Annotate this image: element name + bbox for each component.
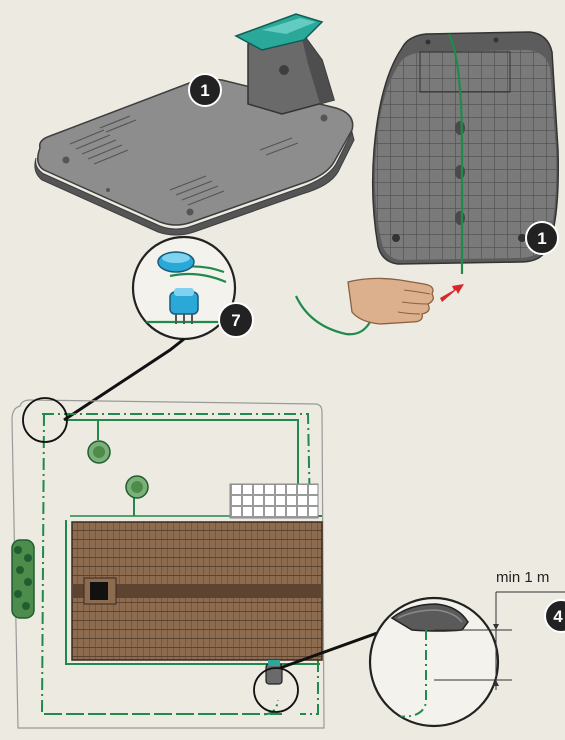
tree-icon (88, 441, 110, 463)
callout-7-connector: 7 (219, 303, 253, 337)
svg-text:7: 7 (231, 311, 240, 330)
callout-4-distance: 4 (545, 600, 565, 632)
hand-icon (296, 278, 433, 334)
hedge-icon (12, 540, 34, 618)
svg-text:1: 1 (537, 229, 546, 248)
insertion-arrow-icon (440, 284, 464, 302)
station-magnifier (370, 598, 498, 726)
distance-label: min 1 m (496, 569, 549, 586)
tree-icon (126, 476, 148, 498)
house-roof-icon (72, 522, 322, 660)
callout-1-underside: 1 (526, 222, 558, 254)
callout-1-station: 1 (189, 74, 221, 106)
yard-station-icon (266, 660, 282, 684)
svg-text:1: 1 (200, 81, 209, 100)
garden-plan (12, 398, 324, 728)
svg-text:4: 4 (553, 607, 563, 626)
charging-station-icon (35, 14, 354, 235)
